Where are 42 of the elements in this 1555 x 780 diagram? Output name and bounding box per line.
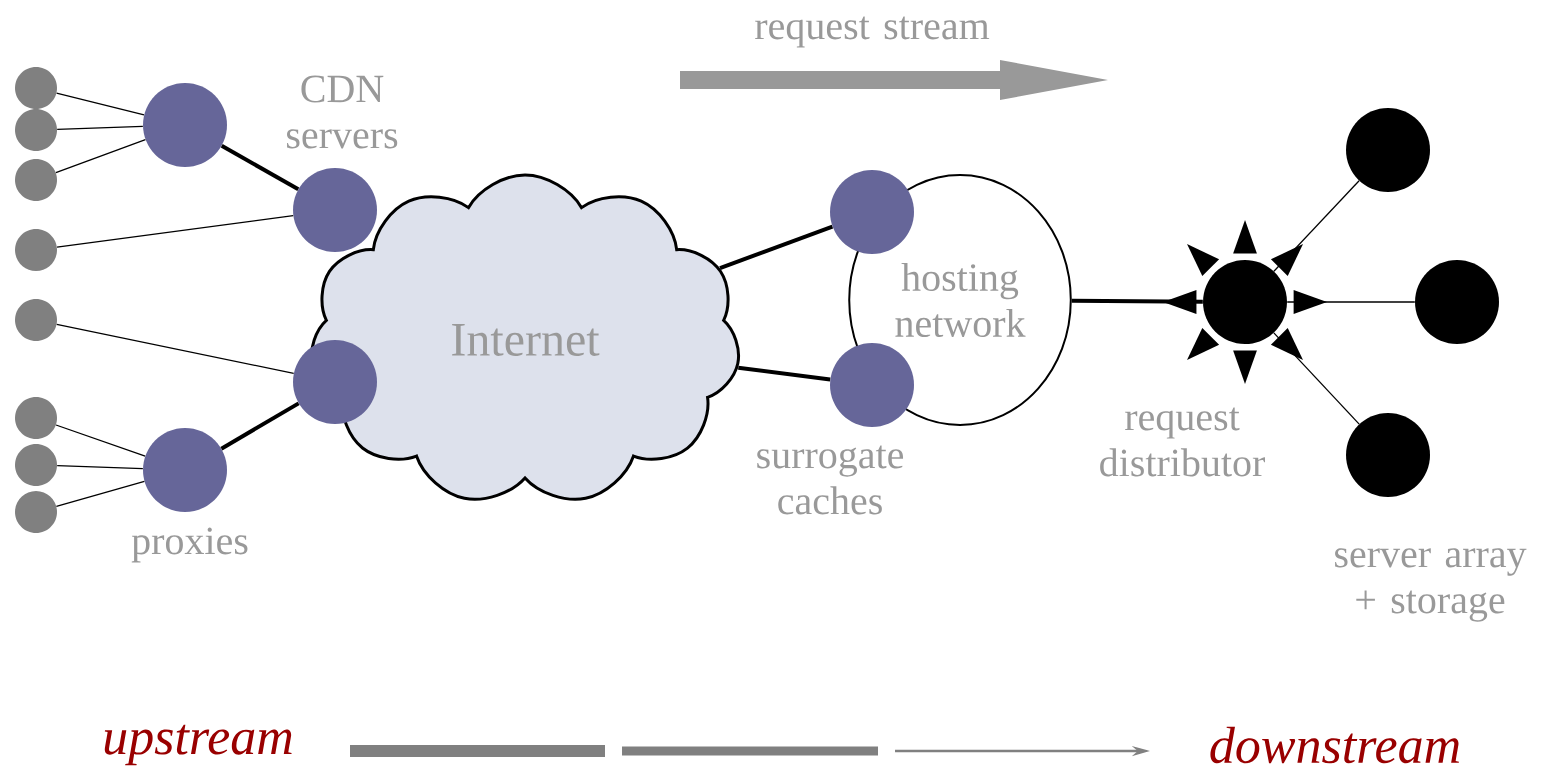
server-circle xyxy=(830,343,914,427)
internet-cloud: Internet xyxy=(310,173,741,501)
group-label: request distributor xyxy=(1100,407,1265,477)
client-circle xyxy=(15,109,57,151)
connector-line xyxy=(1273,332,1360,425)
connector-line xyxy=(738,365,831,382)
server-circle xyxy=(143,83,227,167)
server-circle xyxy=(1415,260,1499,344)
group-label: surrogate caches xyxy=(757,445,904,515)
flow-label: request stream xyxy=(755,16,990,48)
connector-line xyxy=(55,92,145,116)
server-circle xyxy=(1346,108,1430,192)
server-circle xyxy=(143,428,227,512)
client-circle xyxy=(15,229,57,271)
client-circle xyxy=(15,159,57,201)
server-circle xyxy=(1346,413,1430,497)
direction-label: upstream xyxy=(104,724,292,766)
connector-line xyxy=(1286,301,1416,303)
client-circle xyxy=(15,299,57,341)
client-circle xyxy=(15,397,57,439)
connector-line xyxy=(1273,180,1360,272)
connector-line xyxy=(56,214,294,248)
direction-label: downstream xyxy=(1210,726,1459,764)
connector-line xyxy=(56,465,144,470)
connector-line xyxy=(1071,298,1203,304)
connector-line xyxy=(56,125,144,130)
connector-line xyxy=(55,138,147,174)
server-circle xyxy=(293,168,377,252)
client-circle xyxy=(15,491,57,533)
client-circle xyxy=(15,67,57,109)
connector-line xyxy=(220,401,300,451)
server-circle xyxy=(293,340,377,424)
group-label: proxies xyxy=(131,527,248,563)
client-circle xyxy=(15,444,57,486)
connector-line xyxy=(55,424,146,457)
connector-line xyxy=(56,323,295,375)
connector-line xyxy=(220,144,300,191)
server-circle xyxy=(830,170,914,254)
connector-line xyxy=(719,224,834,270)
group-label: CDN servers xyxy=(287,75,398,149)
connector-line xyxy=(55,480,146,507)
group-label: server array + storage xyxy=(1335,548,1527,622)
